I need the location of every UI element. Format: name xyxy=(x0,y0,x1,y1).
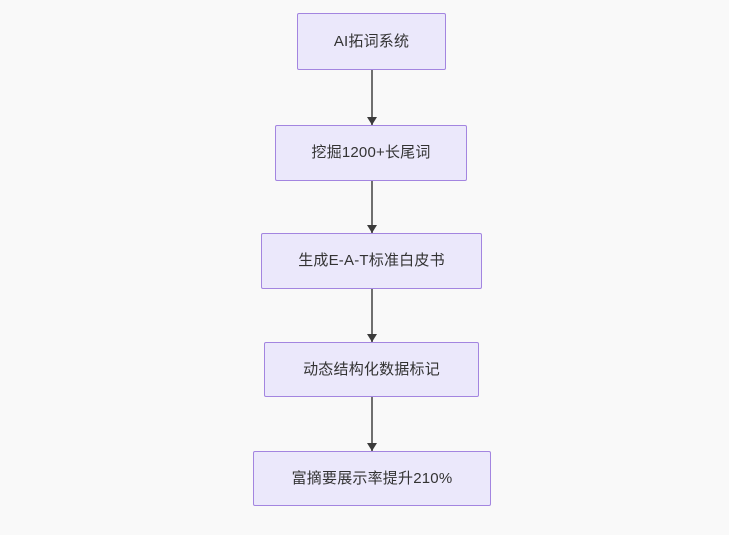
arrowhead-icon xyxy=(367,117,377,125)
flow-node-label: 动态结构化数据标记 xyxy=(303,360,440,378)
flow-node-label: 生成E-A-T标准白皮书 xyxy=(298,252,445,269)
flow-node-n1[interactable]: AI拓词系统 xyxy=(297,13,446,70)
flow-node-label: 挖掘1200+长尾词 xyxy=(311,144,431,161)
flow-node-label: 富摘要展示率提升210% xyxy=(291,469,453,487)
arrowhead-icon xyxy=(367,443,377,451)
edge-n1-n2 xyxy=(367,70,377,125)
flow-node-n4[interactable]: 动态结构化数据标记 xyxy=(264,342,479,397)
arrowhead-icon xyxy=(367,334,377,342)
flow-node-n5[interactable]: 富摘要展示率提升210% xyxy=(253,451,491,506)
edge-line xyxy=(371,397,373,451)
edge-line xyxy=(371,70,373,125)
flow-node-label: AI拓词系统 xyxy=(333,32,410,50)
edge-n3-n4 xyxy=(367,289,377,342)
edge-n2-n3 xyxy=(367,181,377,233)
flow-node-n2[interactable]: 挖掘1200+长尾词 xyxy=(275,125,467,181)
edge-line xyxy=(371,181,373,233)
edge-line xyxy=(371,289,373,342)
arrowhead-icon xyxy=(367,225,377,233)
edge-n4-n5 xyxy=(367,397,377,451)
flow-node-n3[interactable]: 生成E-A-T标准白皮书 xyxy=(261,233,482,289)
